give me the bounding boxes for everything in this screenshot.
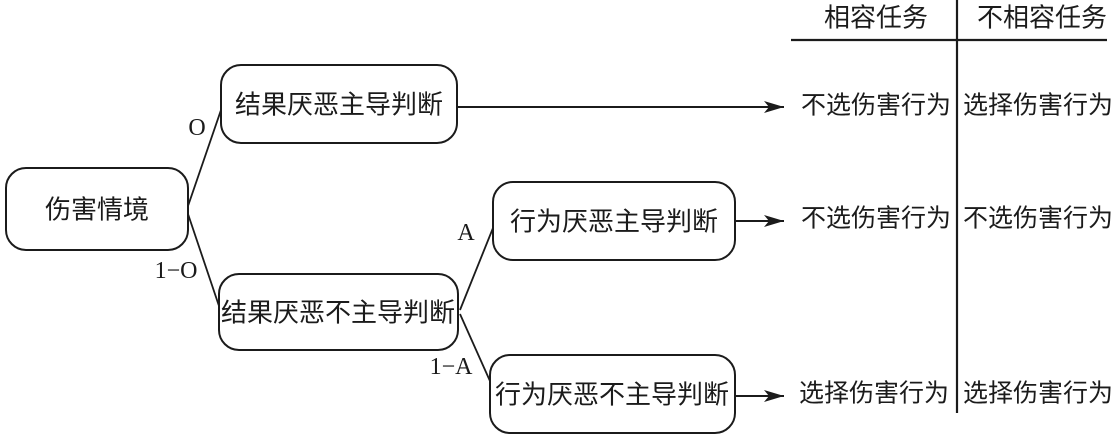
branch-line-1-o [187,213,220,307]
table-header-incompatible: 不相容任务 [977,4,1107,33]
branch-line-a [459,227,494,311]
outcome-table: 相容任务 不相容任务 不选伤害行为 选择伤害行为 不选伤害行为 不选伤害行为 选… [791,0,1112,413]
cell-row3-incompatible: 选择伤害行为 [963,380,1112,408]
cell-row1-compatible: 不选伤害行为 [801,92,951,120]
branch-label-1-o: 1−O [155,258,198,284]
cell-row3-compatible: 选择伤害行为 [799,380,949,408]
branch-label-a: A [457,220,475,246]
branch-lines [187,109,495,391]
node-action-aversion-dominant-label: 行为厌恶主导判断 [510,208,718,237]
cell-row1-incompatible: 选择伤害行为 [963,92,1112,120]
node-outcome-aversion-not-dominant: 结果厌恶不主导判断 [218,273,459,351]
table-header-compatible: 相容任务 [824,4,928,33]
outcome-arrows [457,101,784,402]
node-outcome-aversion-dominant-label: 结果厌恶主导判断 [235,91,443,120]
table-row-3: 选择伤害行为 选择伤害行为 [799,380,1112,408]
node-harm-situation-label: 伤害情境 [45,196,149,225]
branch-line-o [187,109,222,207]
node-outcome-aversion-dominant-box [220,64,458,144]
branch-label-o: O [188,115,205,141]
node-harm-situation: 伤害情境 [5,167,189,251]
node-action-aversion-not-dominant: 行为厌恶不主导判断 [489,354,736,434]
node-action-aversion-not-dominant-label: 行为厌恶不主导判断 [495,381,729,410]
table-row-1: 不选伤害行为 选择伤害行为 [801,92,1112,120]
node-outcome-aversion-dominant: 结果厌恶主导判断 [220,64,458,144]
branch-label-1-a: 1−A [430,354,474,380]
branch-line-1-a [459,313,495,391]
node-outcome-aversion-not-dominant-box [218,273,459,351]
node-harm-situation-box [5,167,189,251]
tree-nodes: 伤害情境 结果厌恶主导判断 结果厌恶不主导判断 行为厌恶主导判断 行为厌恶不主导… [5,64,736,434]
node-action-aversion-not-dominant-box [489,354,736,434]
cell-row2-incompatible: 不选伤害行为 [963,205,1112,233]
cell-row2-compatible: 不选伤害行为 [801,205,951,233]
branch-labels: O 1−O A 1−A [155,115,476,380]
node-outcome-aversion-not-dominant-label: 结果厌恶不主导判断 [221,299,455,328]
node-action-aversion-dominant: 行为厌恶主导判断 [492,181,736,261]
table-row-2: 不选伤害行为 不选伤害行为 [801,205,1112,233]
